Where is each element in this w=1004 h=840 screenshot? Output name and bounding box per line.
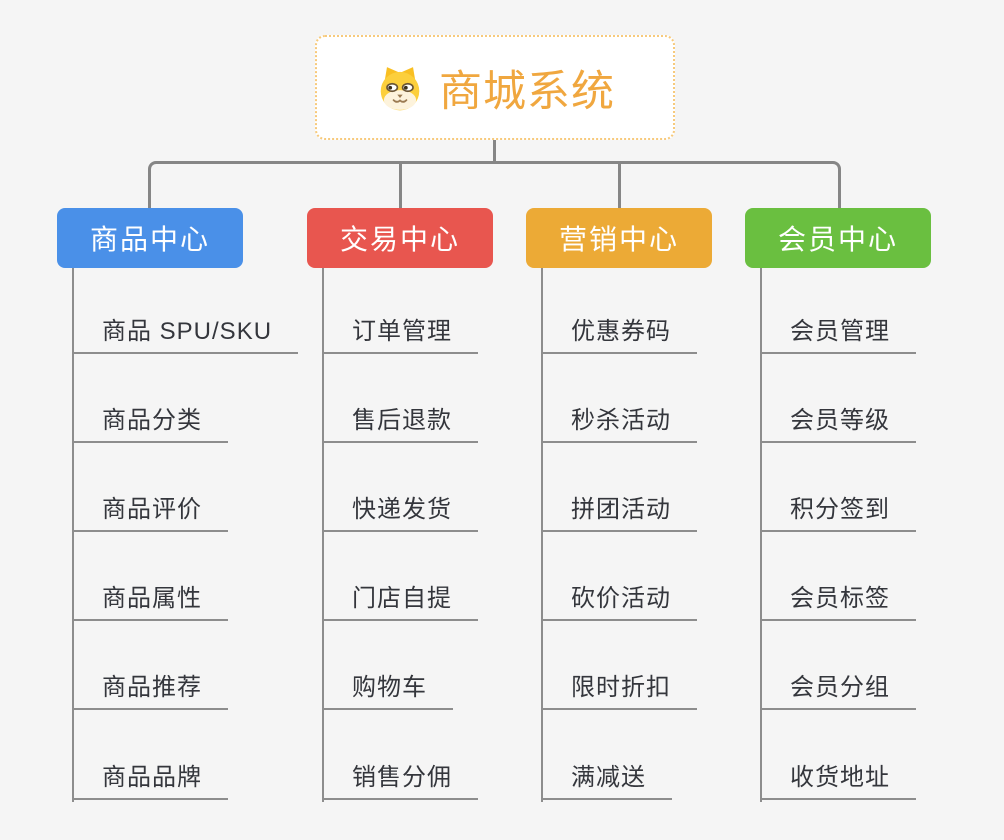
leaf-node[interactable]: 优惠券码 bbox=[541, 317, 697, 354]
leaf-node[interactable]: 限时折扣 bbox=[541, 673, 697, 710]
leaf-node[interactable]: 商品推荐 bbox=[72, 673, 228, 710]
leaf-node[interactable]: 秒杀活动 bbox=[541, 406, 697, 443]
branch-child-line bbox=[760, 268, 762, 802]
connector-root-stub bbox=[493, 140, 496, 164]
leaf-node[interactable]: 订单管理 bbox=[322, 317, 478, 354]
leaf-node[interactable]: 会员标签 bbox=[760, 584, 916, 621]
branch-child-line bbox=[72, 268, 74, 802]
branch-child-line bbox=[541, 268, 543, 802]
leaf-node[interactable]: 销售分佣 bbox=[322, 763, 478, 800]
branch-node[interactable]: 会员中心 bbox=[745, 208, 931, 268]
leaf-node[interactable]: 快递发货 bbox=[322, 495, 478, 532]
leaf-node[interactable]: 会员等级 bbox=[760, 406, 916, 443]
connector-bus-left bbox=[148, 161, 495, 209]
leaf-node[interactable]: 砍价活动 bbox=[541, 584, 697, 621]
leaf-node[interactable]: 购物车 bbox=[322, 673, 453, 710]
connector-bus-right bbox=[495, 161, 841, 209]
leaf-node[interactable]: 会员管理 bbox=[760, 317, 916, 354]
branch-child-line bbox=[322, 268, 324, 802]
connector-drop bbox=[618, 164, 621, 209]
leaf-node[interactable]: 商品品牌 bbox=[72, 763, 228, 800]
leaf-node[interactable]: 商品分类 bbox=[72, 406, 228, 443]
branch-node[interactable]: 营销中心 bbox=[526, 208, 712, 268]
leaf-node[interactable]: 满减送 bbox=[541, 763, 672, 800]
connector-drop bbox=[399, 164, 402, 209]
leaf-node[interactable]: 售后退款 bbox=[322, 406, 478, 443]
leaf-node[interactable]: 拼团活动 bbox=[541, 495, 697, 532]
leaf-node[interactable]: 门店自提 bbox=[322, 584, 478, 621]
leaf-node[interactable]: 会员分组 bbox=[760, 673, 916, 710]
branch-node[interactable]: 交易中心 bbox=[307, 208, 493, 268]
leaf-node[interactable]: 积分签到 bbox=[760, 495, 916, 532]
leaf-node[interactable]: 商品评价 bbox=[72, 495, 228, 532]
leaf-node[interactable]: 商品属性 bbox=[72, 584, 228, 621]
dog-face-icon bbox=[375, 65, 425, 111]
leaf-node[interactable]: 商品 SPU/SKU bbox=[72, 317, 299, 354]
leaf-node[interactable]: 收货地址 bbox=[760, 763, 916, 800]
root-node[interactable]: 商城系统 bbox=[315, 35, 675, 140]
branch-node[interactable]: 商品中心 bbox=[57, 208, 243, 268]
root-title: 商城系统 bbox=[439, 67, 615, 116]
